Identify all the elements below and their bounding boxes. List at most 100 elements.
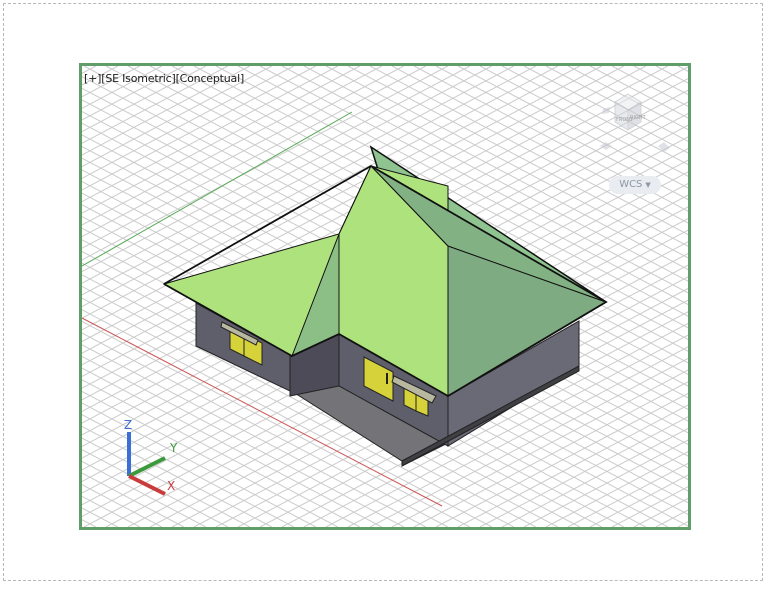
drawing-canvas[interactable]: Z Y X FRONT RIGHT — [82, 66, 688, 527]
grid-line — [82, 320, 471, 527]
viewport-controls[interactable]: [+][SE Isometric][Conceptual] — [84, 72, 244, 85]
grid-line — [435, 392, 688, 527]
grid-line — [82, 66, 581, 331]
viewcube[interactable]: FRONT RIGHT — [600, 93, 670, 152]
viewcube-right-label: RIGHT — [630, 115, 647, 121]
grid-line — [82, 495, 141, 527]
grid-line — [677, 66, 688, 72]
grid-line — [82, 425, 273, 527]
grid-line — [82, 309, 493, 527]
grid-line — [435, 66, 688, 201]
grid-line — [82, 66, 295, 179]
viewport-maximize-control[interactable]: + — [88, 72, 98, 85]
grid-line — [82, 66, 383, 226]
grid-line — [303, 66, 688, 271]
grid-line — [82, 66, 405, 238]
grid-line — [347, 346, 688, 527]
viewcube-compass-left[interactable] — [600, 142, 612, 150]
grid-line — [215, 276, 688, 527]
grid-line — [82, 66, 559, 319]
grid-line — [82, 66, 273, 168]
grid-line — [82, 66, 427, 249]
grid-line — [259, 66, 688, 294]
viewport-controls-bracket-open: [ — [84, 72, 89, 85]
grid-line — [303, 322, 688, 527]
grid-line — [82, 66, 471, 273]
view-control-bracket-close: ] — [171, 72, 176, 85]
grid-line — [325, 66, 688, 259]
grid-line — [82, 437, 251, 527]
grid-line — [82, 66, 493, 284]
grid-line — [633, 66, 688, 96]
viewcube-front-label: FRONT — [616, 117, 634, 123]
grid-line — [82, 66, 537, 308]
grid-line — [457, 66, 688, 189]
grid-line — [523, 66, 688, 154]
wcs-menu[interactable]: WCS▼ — [609, 176, 661, 194]
window-awning-left — [220, 321, 259, 346]
grid-line — [501, 427, 688, 527]
view-control-bracket-open: [ — [101, 72, 106, 85]
grid-line — [479, 416, 688, 527]
grid-line — [82, 66, 515, 296]
grid-line — [82, 66, 603, 343]
viewcube-compass-right[interactable] — [658, 142, 670, 152]
viewcube-compass-top[interactable] — [602, 107, 610, 114]
grid-line — [82, 402, 317, 527]
grid-line — [369, 357, 688, 527]
visual-style-control[interactable]: Conceptual — [179, 72, 240, 85]
grid-line — [281, 66, 688, 282]
world-x-axis-line — [82, 317, 443, 507]
ucs-x-label: X — [167, 479, 175, 493]
grid-line — [479, 66, 688, 177]
layout-sheet: Z Y X FRONT RIGHT [+][SE Isometri — [3, 3, 763, 581]
grid-line — [82, 390, 339, 527]
entrance-door — [363, 356, 394, 402]
grid-line — [413, 66, 688, 212]
ucs-y-axis — [128, 456, 166, 478]
visual-style-bracket-close: ] — [239, 72, 245, 85]
grid-line — [413, 381, 688, 527]
grid-line — [82, 379, 361, 527]
roof-outline — [163, 164, 608, 398]
grid-line — [325, 334, 688, 527]
grid-line — [237, 287, 688, 527]
grid-line — [82, 66, 449, 261]
visual-style-bracket-open: [ — [175, 72, 180, 85]
grid-line — [82, 519, 97, 527]
grid-line — [523, 439, 688, 527]
grid-line — [391, 369, 688, 527]
grid-line — [82, 66, 97, 74]
house-model[interactable] — [162, 145, 608, 467]
view-control[interactable]: SE Isometric — [105, 72, 172, 85]
ucs-x-axis — [128, 474, 166, 496]
grid-line — [82, 66, 141, 98]
grid-line — [82, 66, 229, 144]
grid-line — [633, 497, 688, 527]
grid-line — [82, 449, 229, 527]
viewport-controls-bracket-close: ] — [97, 72, 102, 85]
grid-line — [347, 66, 688, 247]
model-viewport[interactable]: Z Y X FRONT RIGHT [+][SE Isometri — [79, 63, 691, 530]
grid-line — [369, 66, 688, 236]
ucs-icon: Z Y X — [124, 418, 178, 496]
grid-line — [82, 66, 339, 203]
world-y-axis-line — [82, 111, 353, 267]
viewcube-right-face[interactable] — [627, 101, 642, 131]
grid-line — [82, 414, 295, 527]
grid-line — [171, 252, 688, 527]
grid-line — [82, 332, 449, 527]
ucs-z-label: Z — [124, 418, 132, 432]
grid-line — [677, 521, 688, 527]
chevron-down-icon: ▼ — [645, 181, 651, 189]
wcs-label: WCS — [619, 179, 643, 190]
grid-line — [82, 66, 361, 214]
grid-line — [501, 66, 688, 166]
grid-line — [391, 66, 688, 224]
grid-line — [82, 297, 515, 527]
roof-front — [338, 165, 449, 397]
ucs-y-label: Y — [169, 441, 178, 455]
window-awning-right — [391, 375, 437, 404]
grid-line — [82, 66, 317, 191]
grid-line — [193, 264, 688, 527]
